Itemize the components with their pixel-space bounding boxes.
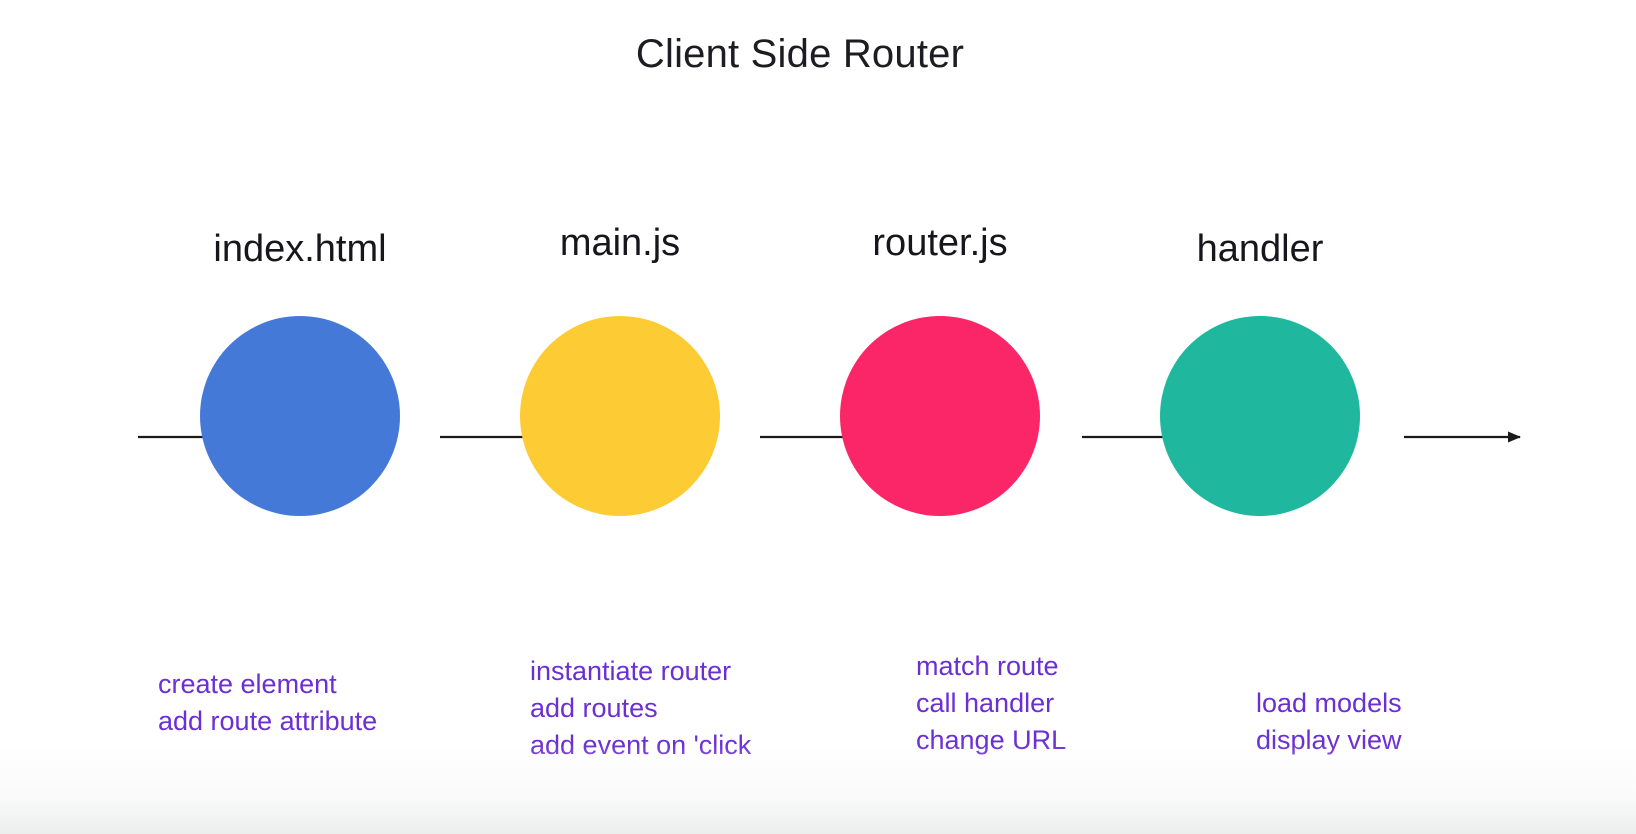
node-label-router-js: router.js [872,222,1008,264]
page-title: Client Side Router [0,32,1636,77]
node-label-main-js: main.js [559,222,681,264]
caption-handler: load models display view [1256,685,1402,759]
node-label-index-html: index.html [213,228,387,270]
page-title-text: Client Side Router [635,32,965,76]
caption-line: add route attribute [158,706,378,736]
node-circle-handler[interactable] [1160,316,1360,516]
caption-line: load models [1256,688,1402,718]
caption-line: display view [1256,725,1402,755]
node-circle-index-html[interactable] [200,316,400,516]
caption-line: add event on 'click [530,730,752,760]
caption-line: add routes [530,693,658,723]
node-label-handler: handler [1196,228,1324,270]
node-circle-router-js[interactable] [840,316,1040,516]
caption-line: call handler [916,688,1055,718]
caption-main-js: instantiate router add routes add event … [530,653,751,764]
caption-index-html: create element add route attribute [158,666,377,740]
node-circle-main-js[interactable] [520,316,720,516]
caption-router-js: match route call handler change URL [916,648,1066,759]
caption-line: create element [158,669,337,699]
caption-line: change URL [916,725,1067,755]
caption-line: match route [916,651,1059,681]
caption-line: instantiate router [530,656,732,686]
